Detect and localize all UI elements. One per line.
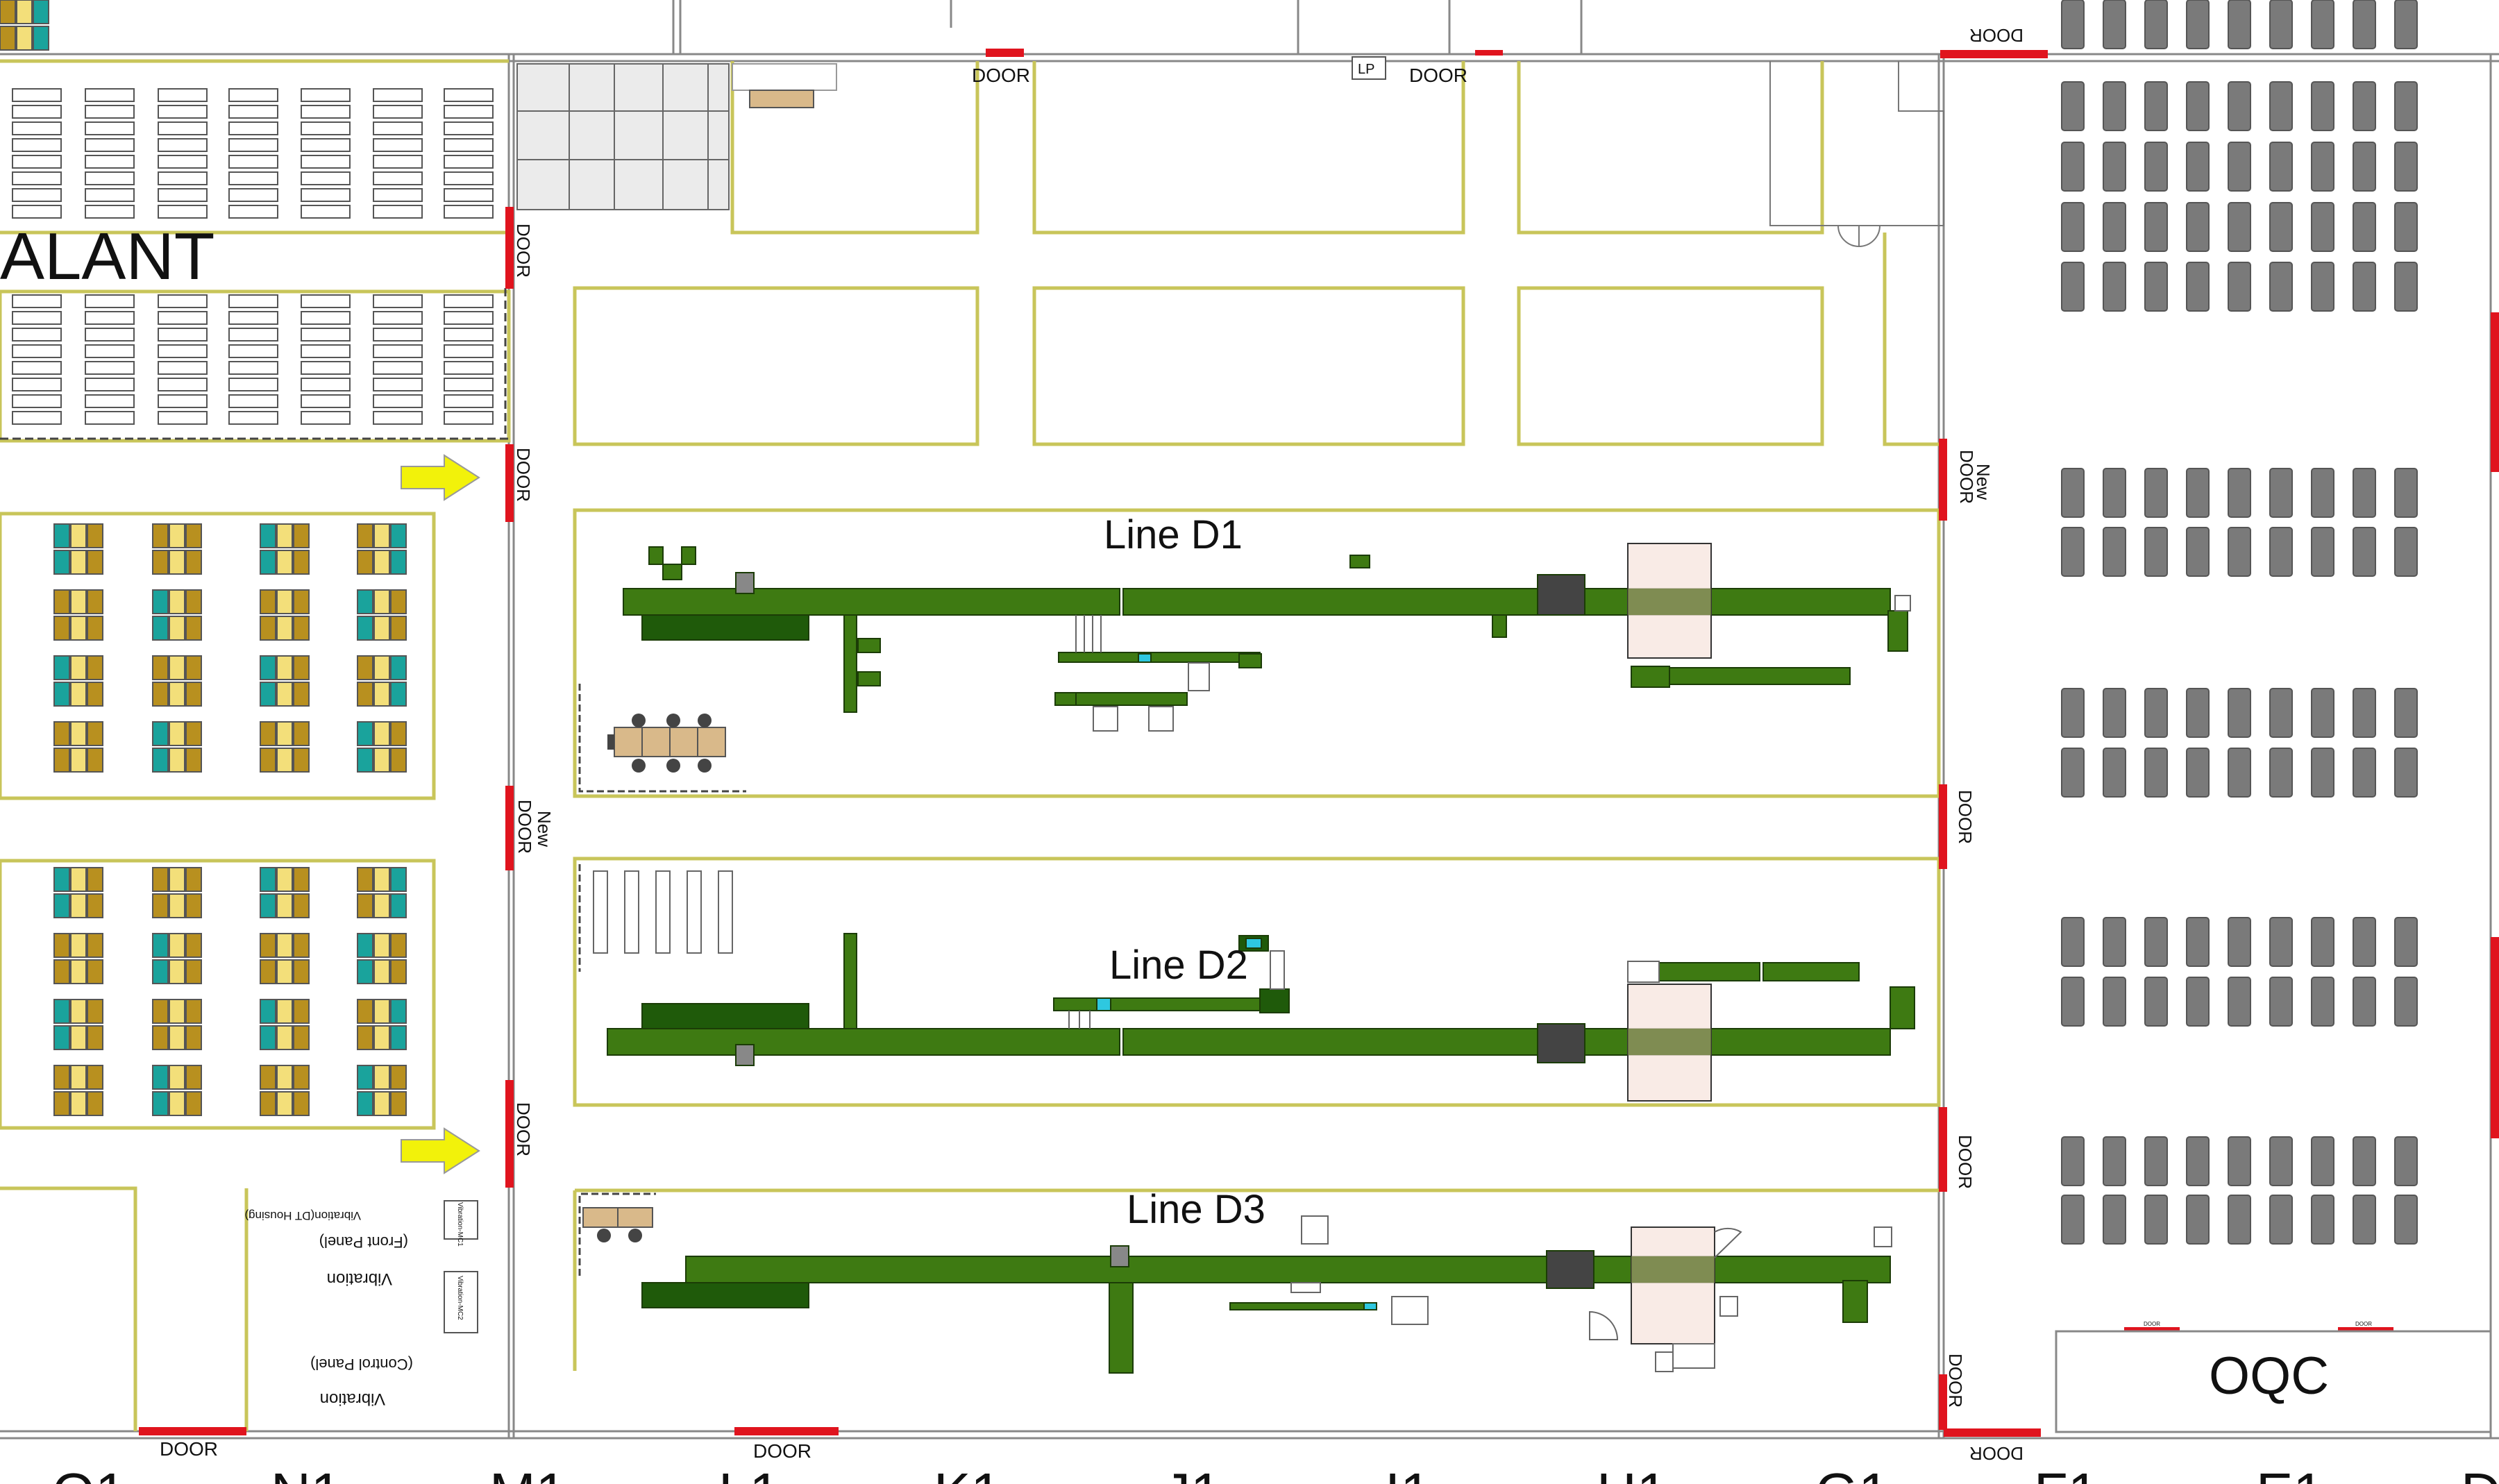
grid-room	[516, 63, 730, 210]
column-label: O1	[52, 1462, 126, 1484]
pallet-racks	[2061, 0, 2418, 1245]
door-label: DOOR	[513, 1102, 534, 1156]
storage-racks-top	[12, 88, 494, 425]
line-label-d2: Line D2	[1109, 943, 1248, 988]
machine-label-mc2: Vibration-MC2	[456, 1276, 464, 1320]
station-label-vibration-1: Vibration	[327, 1270, 392, 1288]
arrow-right-icon	[401, 454, 480, 501]
door-label: New	[1973, 464, 1994, 500]
door-label: DOOR	[1409, 65, 1467, 86]
door-label: DOOR	[513, 224, 534, 278]
door-label: DOOR	[1956, 450, 1977, 504]
line-label-d1: Line D1	[1104, 512, 1243, 557]
column-label: N1	[271, 1462, 342, 1484]
lp-label: LP	[1358, 62, 1374, 77]
line-d1	[623, 546, 1908, 713]
d1-office-desk	[607, 714, 726, 773]
vibration-area: Vibration(DT Housing) (Front Panel) Vibr…	[244, 1200, 478, 1408]
door-label: DOOR	[1969, 1443, 2023, 1464]
zone-label-alant: ALANT	[0, 219, 214, 294]
column-label: J1	[1163, 1462, 1222, 1484]
line-label-d3: Line D3	[1127, 1187, 1265, 1232]
flow-arrows	[401, 454, 480, 1174]
column-label: M1	[489, 1462, 566, 1484]
door-label: DOOR	[972, 65, 1030, 86]
column-labels: O1 N1 M1 L1 K1 J1 I1 H1 G1 F1 E1 D	[52, 1462, 2499, 1484]
office-room	[1769, 61, 1944, 248]
column-label: G1	[1815, 1462, 1890, 1484]
workstation-blocks	[0, 0, 407, 1116]
machine-label-mc1: Vibration-MC1	[456, 1202, 464, 1247]
door-label: DOOR	[2144, 1321, 2160, 1327]
line-d2-fixtures	[593, 870, 1660, 1029]
door-label: DOOR	[514, 800, 535, 854]
door-label: DOOR	[1955, 1135, 1976, 1189]
door-label: DOOR	[753, 1440, 811, 1462]
column-label: K1	[934, 1462, 1002, 1484]
zone-outlines	[0, 59, 1941, 1431]
door-label: DOOR	[1955, 790, 1976, 844]
door-label: DOOR	[2355, 1321, 2372, 1327]
arrow-right-icon	[401, 1127, 480, 1174]
door-label: DOOR	[1945, 1354, 1966, 1408]
door-label: New	[534, 811, 555, 847]
line-d2	[607, 933, 1915, 1066]
door-labels: DOOR DOOR DOOR DOOR DOOR DOOR New DOOR N…	[160, 25, 2372, 1464]
column-label: D	[2461, 1462, 2499, 1484]
door-label: DOOR	[160, 1438, 218, 1460]
column-label: H1	[1597, 1462, 1667, 1484]
d3-office-desk	[582, 1207, 653, 1242]
station-label-dt-housing: Vibration(DT Housing)	[244, 1209, 361, 1222]
zone-label-oqc: OQC	[2209, 1347, 2329, 1406]
line-d1-fixtures	[1075, 595, 1911, 732]
column-label: F1	[2034, 1462, 2098, 1484]
column-label: L1	[718, 1462, 780, 1484]
station-label-vibration-2: Vibration	[320, 1390, 385, 1408]
door-label: DOOR	[513, 448, 534, 502]
station-label-control-panel: (Control Panel)	[310, 1356, 413, 1373]
column-label: I1	[1385, 1462, 1431, 1484]
line-d3-fixtures	[1290, 1215, 1892, 1372]
door-label: DOOR	[1969, 25, 2023, 46]
doors	[139, 49, 2499, 1437]
station-label-front-panel: (Front Panel)	[319, 1233, 408, 1251]
column-label: E1	[2256, 1462, 2324, 1484]
